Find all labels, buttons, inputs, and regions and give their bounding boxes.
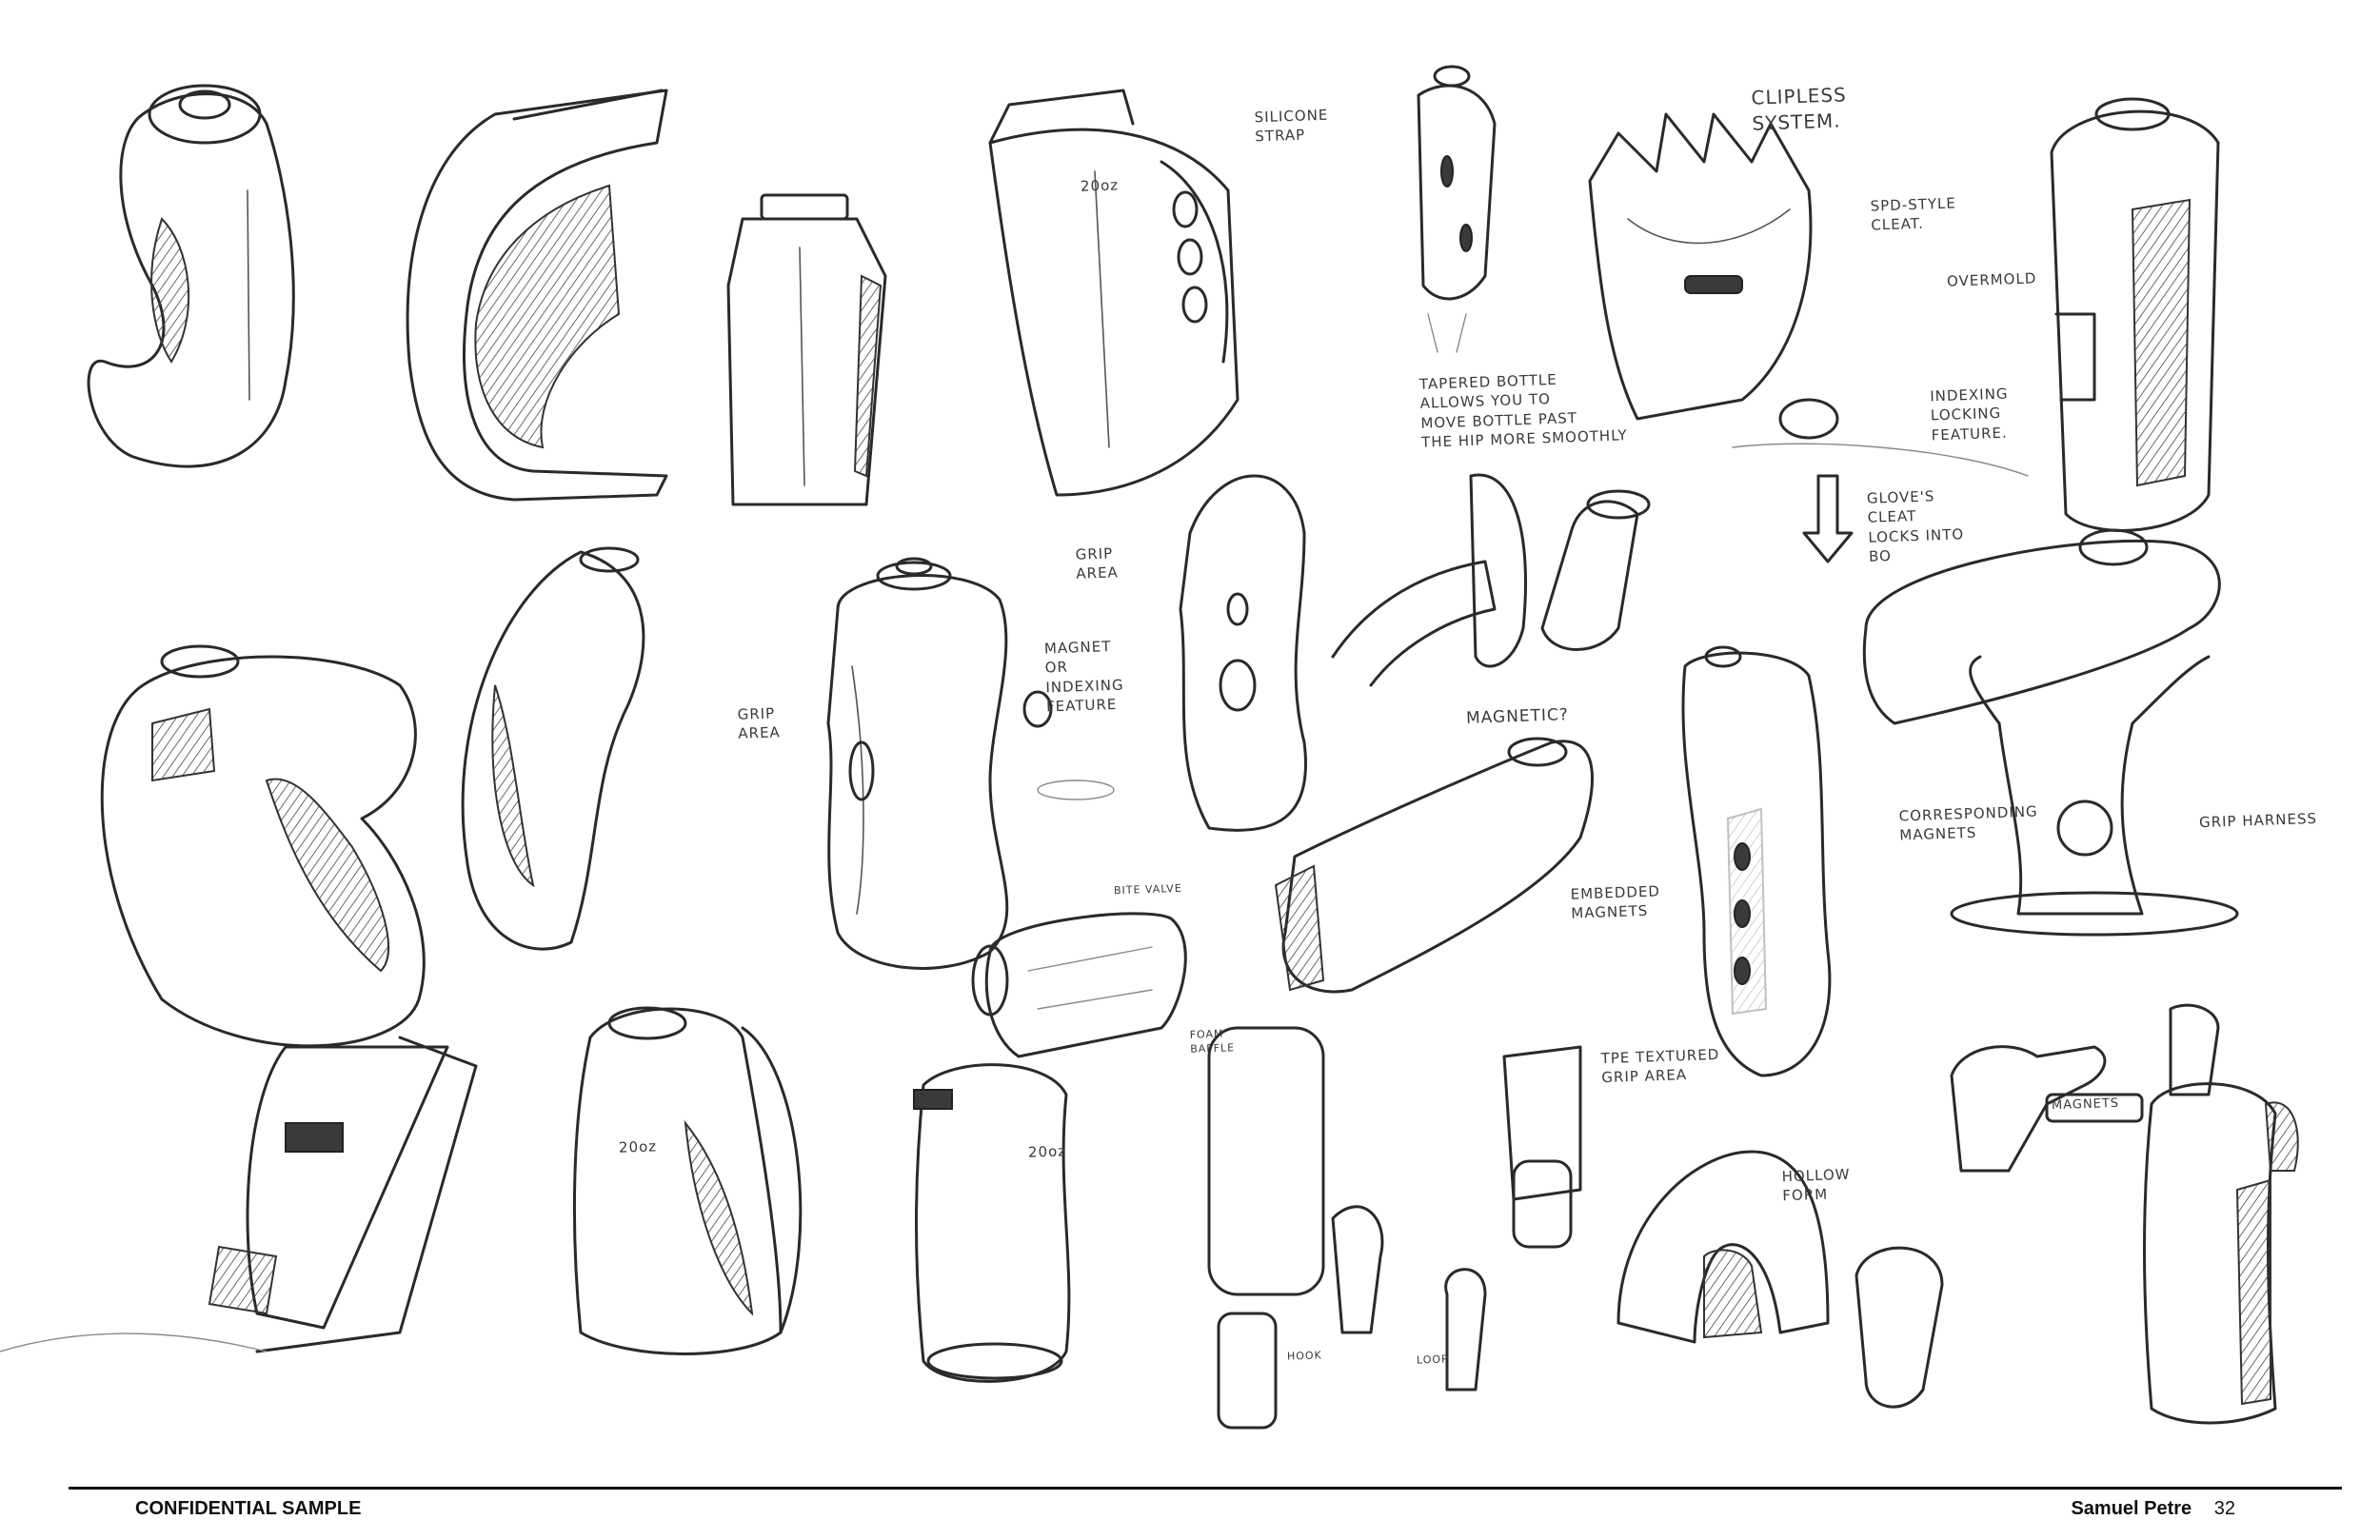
sketch-sheet: SILICONE STRAP 20oz CLIPLESS SYSTEM. SPD… [0,65,2318,1430]
concept-sketches [0,65,2299,1430]
note-bite-valve: BITE VALVE [1113,881,1182,898]
note-twenty-oz-b: 20oz [618,1137,658,1156]
sketch-hip-bottle-lower [0,1036,478,1353]
note-twenty-oz-a: 20oz [1080,176,1120,195]
sketch-horizontal-bottle [1274,737,1594,994]
sketch-tall-overmold-bottle [2050,97,2220,532]
note-magnet-indexing: MAGNET OR INDEXING FEATURE [1043,638,1124,716]
note-tapered-bottle: TAPERED BOTTLE ALLOWS YOU TO MOVE BOTTLE… [1418,370,1628,451]
sketch-tapered-bottle-small [726,193,887,506]
note-spd-style-cleat: SPD-STYLE CLEAT. [1870,194,1957,234]
note-magnetic: MAGNETIC? [1465,705,1570,728]
sketch-strap-bottle-lower [572,1006,803,1355]
sketch-hollow-form-bottle [1616,1150,1944,1409]
sketch-harness-bottle [1862,528,2239,937]
sketch-small-bottles-gloves [1207,1026,1582,1430]
note-twenty-oz-c: 20oz [1027,1142,1067,1161]
footer-confidential-label: CONFIDENTIAL SAMPLE [135,1498,362,1519]
note-foam-baffle: FOAM BAFFLE [1189,1027,1236,1056]
sketch-arm-magnetic-mount [1331,473,1651,687]
note-clipless-system: CLIPLESS SYSTEM. [1751,83,1848,135]
note-tpe-textured: TPE TEXTURED GRIP AREA [1600,1045,1720,1087]
note-grip-area-left: GRIP AREA [737,704,782,743]
sketch-swoosh-bottle [461,546,645,951]
sketch-embedded-magnets-bottle [1681,645,1832,1077]
sketch-curved-grip-bottle [87,84,295,468]
footer-divider [69,1487,2342,1490]
sketch-bite-valve-bottle [971,912,1187,1058]
note-grip-area-top: GRIP AREA [1075,544,1120,583]
note-grip-harness: GRIP HARNESS [2198,809,2318,832]
note-hollow-form: HOLLOW FORM [1781,1165,1851,1205]
footer-author-page: Samuel Petre 32 [2071,1498,2235,1520]
note-overmold: OVERMOLD [1946,269,2037,290]
note-gloves-cleat: GLOVE'S CLEAT LOCKS INTO BO [1866,487,1965,565]
sketch-silicone-strap-bottle [988,89,1240,497]
note-magnets: MAGNETS [2051,1096,2120,1114]
sketch-grip-area-bottle [826,557,1115,970]
sketch-hand-magnets [1950,1045,2144,1173]
sketch-bent-bottle-center [1179,474,1307,832]
note-silicone-strap: SILICONE STRAP [1254,106,1329,146]
note-hook: HOOK [1286,1349,1322,1363]
note-embedded-magnets: EMBEDDED MAGNETS [1570,882,1661,922]
note-corresponding-magnets: CORRESPONDING MAGNETS [1898,802,2038,844]
sketch-tapered-bottle-right [1417,65,1497,353]
sketch-tumbler-bottle [913,1063,1071,1383]
sketch-c-shape-bottle [406,89,668,502]
footer-page-number: 32 [2213,1498,2235,1519]
note-loop: LOOP [1416,1352,1449,1367]
note-indexing-locking: INDEXING LOCKING FEATURE. [1929,385,2009,444]
sketch-tall-bottle-lower-right [2143,1003,2299,1425]
footer-author: Samuel Petre [2071,1498,2192,1519]
sketch-round-bottle-large [100,644,426,1048]
sketch-clipless-glove [1588,112,2029,563]
